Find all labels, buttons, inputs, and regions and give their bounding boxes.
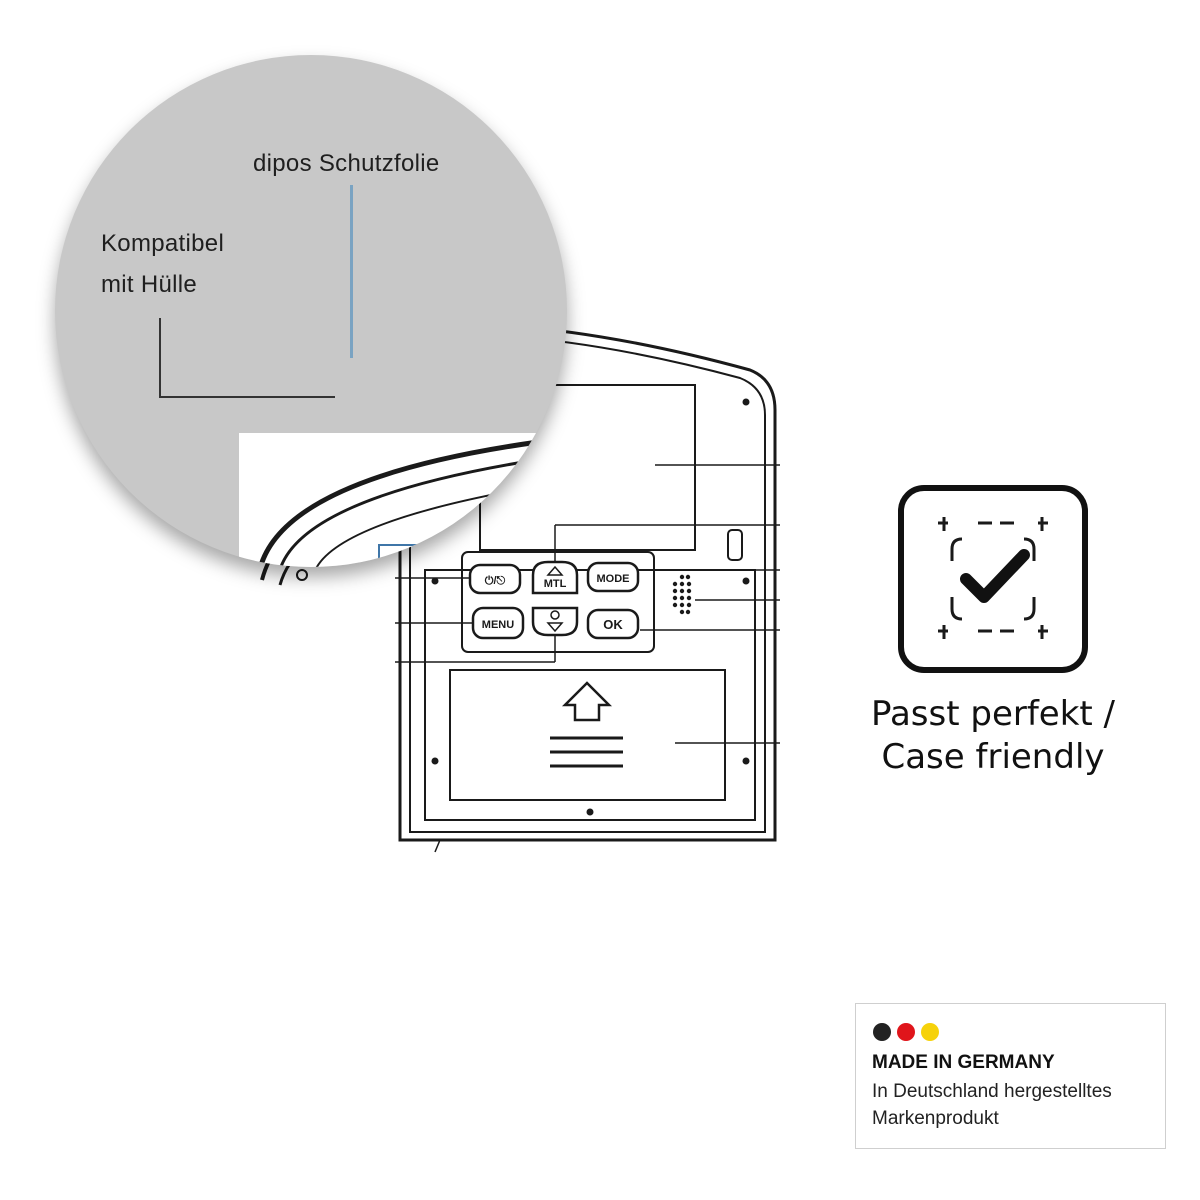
case-leader-horizontal — [159, 396, 335, 398]
mode-button[interactable] — [586, 561, 640, 593]
power-button-label: ⏻/⎋ — [485, 574, 506, 587]
checkmark-frame-icon — [938, 517, 1048, 639]
flag-dot-gold — [921, 1023, 939, 1041]
made-in-germany-line1: In Deutschland hergestelltes — [872, 1081, 1112, 1102]
case-leader-vertical — [159, 318, 161, 398]
zoom-inset — [239, 433, 567, 567]
made-in-germany-title: MADE IN GERMANY — [872, 1052, 1055, 1073]
flag-dot-red — [897, 1023, 915, 1041]
ok-button-label: OK — [603, 617, 623, 632]
caption-line2: Case friendly — [881, 737, 1105, 777]
mtl-button-label: MTL — [544, 578, 567, 590]
made-in-germany-box: MADE IN GERMANY In Deutschland hergestel… — [855, 1003, 1166, 1149]
compatible-label-line2: mit Hülle — [101, 271, 198, 298]
flag-dot-black — [873, 1023, 891, 1041]
case-friendly-badge — [898, 485, 1088, 673]
arrow-up-icon — [561, 681, 613, 722]
compatible-label-line1: Kompatibel — [101, 230, 225, 257]
caption-line1: Passt perfekt / — [870, 694, 1116, 734]
zoom-callout-circle: dipos Schutzfolie Kompatibel mit Hülle — [55, 55, 567, 567]
made-in-germany-line2: Markenprodukt — [872, 1108, 999, 1129]
ok-button[interactable] — [586, 608, 640, 640]
down-button[interactable] — [531, 606, 579, 637]
case-friendly-caption: Passt perfekt / Case friendly — [840, 693, 1146, 779]
menu-button-label: MENU — [482, 619, 514, 631]
protector-leader-line — [350, 185, 353, 358]
protector-label: dipos Schutzfolie — [253, 150, 440, 177]
mode-button-label: MODE — [597, 573, 630, 585]
